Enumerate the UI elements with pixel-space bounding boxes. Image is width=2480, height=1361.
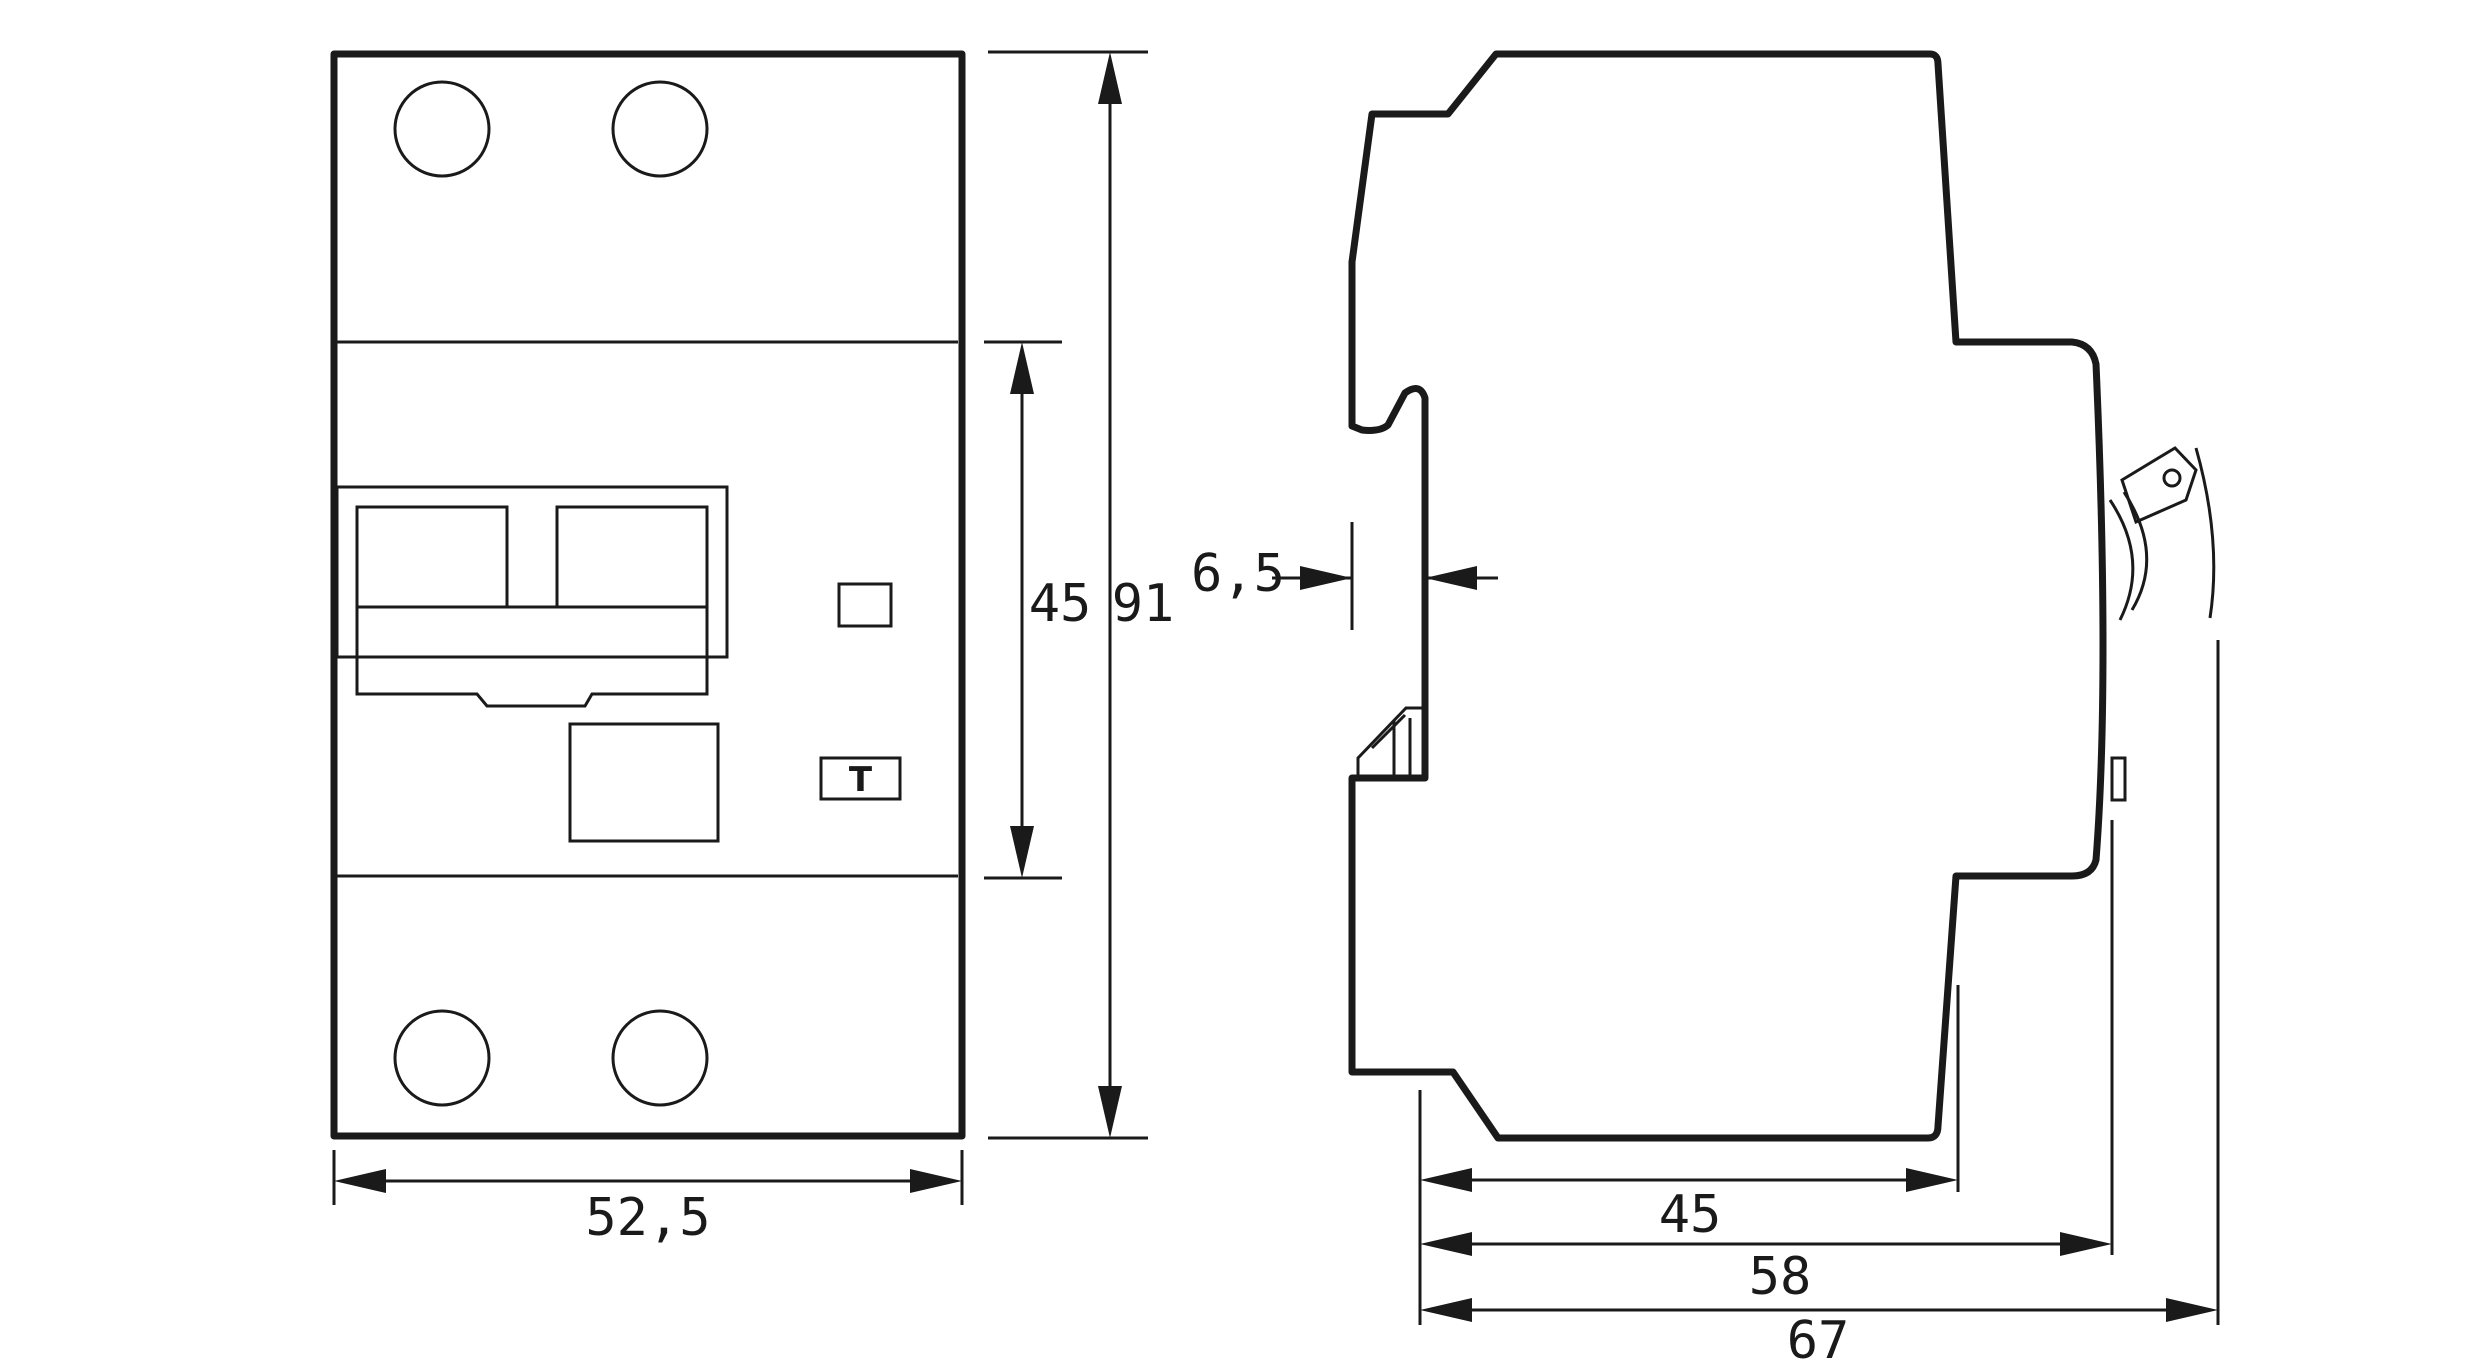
terminal-screw-bottom-right bbox=[611, 1009, 709, 1107]
side-toggle-lever[interactable] bbox=[2108, 446, 2198, 621]
dimension-depth-67: 67 bbox=[1420, 1298, 2218, 1361]
test-button-frame bbox=[819, 756, 902, 801]
dimension-depth-58-label: 58 bbox=[1749, 1247, 1812, 1307]
side-view bbox=[1348, 50, 2216, 1142]
test-button[interactable]: T bbox=[819, 756, 902, 801]
toggle-pole-left bbox=[355, 505, 509, 609]
rating-label-window bbox=[568, 722, 720, 843]
dimension-rail-offset-label: 6,5 bbox=[1191, 544, 1285, 604]
side-test-button[interactable] bbox=[2110, 756, 2127, 802]
dimension-mid-height-label: 45 bbox=[1029, 574, 1092, 634]
toggle-pole-right bbox=[555, 505, 709, 609]
dimension-mid-height: 45 bbox=[984, 340, 1092, 880]
dimension-total-height-label: 91 bbox=[1112, 574, 1175, 634]
status-indicator-window bbox=[837, 582, 893, 628]
toggle-bar bbox=[355, 605, 709, 708]
front-view: T bbox=[330, 50, 966, 1140]
dimension-front-width-label: 52,5 bbox=[585, 1188, 710, 1248]
dimension-depth-58: 58 bbox=[1420, 1232, 2112, 1307]
toggle-swing-arc bbox=[2194, 447, 2216, 619]
din-rail-clip bbox=[1356, 706, 1426, 780]
dimension-depth-45: 45 bbox=[1420, 1168, 1958, 1245]
terminal-screw-top-right bbox=[611, 80, 709, 178]
dimension-total-height: 91 bbox=[988, 50, 1175, 1140]
dimension-front-width: 52,5 bbox=[332, 1150, 964, 1248]
toggle-frame bbox=[335, 485, 729, 659]
toggle-lever-assembly bbox=[335, 485, 729, 708]
dimension-depth-67-label: 67 bbox=[1787, 1311, 1850, 1361]
terminal-screw-top-left bbox=[393, 80, 491, 178]
side-housing bbox=[1348, 50, 2107, 1142]
terminal-screw-bottom-left bbox=[393, 1009, 491, 1107]
dimension-depth-45-label: 45 bbox=[1659, 1185, 1722, 1245]
test-button-label: T bbox=[849, 760, 873, 800]
dimension-rail-offset: 6,5 bbox=[1191, 522, 1498, 630]
front-housing bbox=[330, 50, 966, 1140]
